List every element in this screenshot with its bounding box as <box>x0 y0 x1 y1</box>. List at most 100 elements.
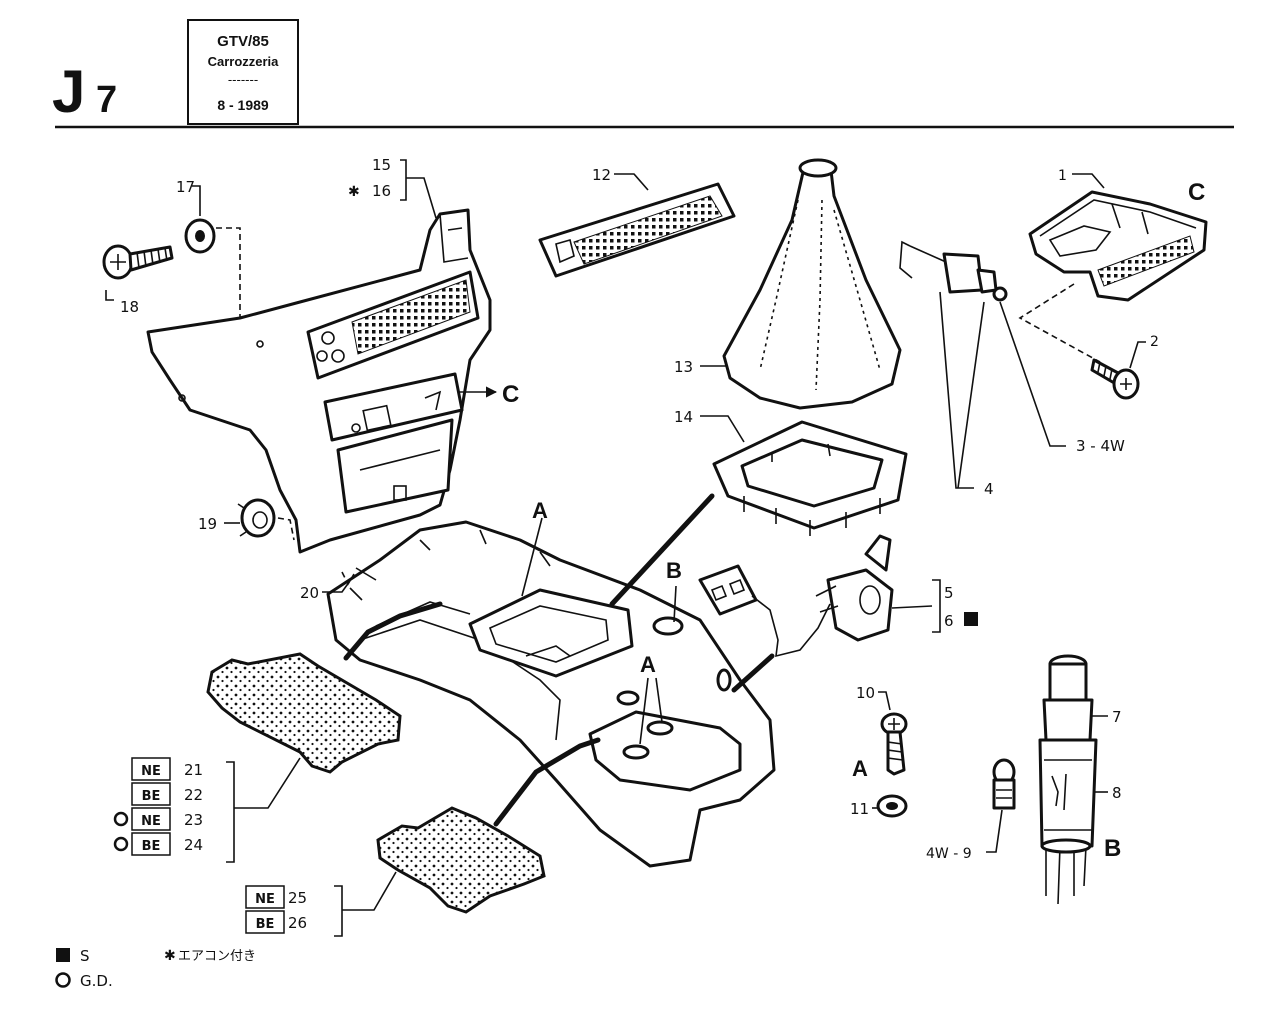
console-panel-15-16 <box>146 208 492 554</box>
legend-aircon-mark: ✱ <box>164 948 176 964</box>
mat-21-24 <box>206 652 402 774</box>
header-box <box>187 19 299 125</box>
ref-b-console: B <box>666 558 682 583</box>
callout-22: 22 <box>184 786 203 804</box>
box-ne-21: NE <box>141 764 161 779</box>
callout-3: 3 - 4W <box>1076 437 1125 455</box>
leader-17 <box>192 185 201 216</box>
leader-25-26 <box>342 871 397 911</box>
harness-4 <box>899 240 1008 302</box>
leader-b <box>673 585 677 623</box>
model-label: GTV/85 <box>217 33 269 50</box>
leader-4a <box>939 291 974 489</box>
callout-15: 15 <box>372 156 391 174</box>
legend-mark-gd-23 <box>113 811 129 827</box>
legend-mark-s-6 <box>964 612 978 626</box>
leader-5-6 <box>891 605 933 609</box>
dashline-2 <box>1018 283 1101 363</box>
section-number: 7 <box>96 79 117 121</box>
ref-c-ashtray: C <box>1188 179 1205 206</box>
leader-14 <box>700 415 745 443</box>
color-options: NE 21 BE 22 NE 23 BE 24 NE 25 BE 26 <box>113 757 307 934</box>
assembly-bar-25 <box>493 737 601 827</box>
reference-letters: C C A B A A B <box>502 179 1205 862</box>
box-be-22: BE <box>142 789 161 804</box>
leader-3 <box>999 301 1066 447</box>
bracket-21-24 <box>226 761 235 863</box>
leader-18 <box>105 290 114 301</box>
screw-18 <box>102 244 174 280</box>
header: J 7 GTV/85 Carrozzeria ------- 8 - 1989 <box>52 19 1234 129</box>
dashline-20 <box>341 571 355 586</box>
callout-labels: 1 2 3 - 4W 4 5 6 7 8 4W - 9 10 11 12 13 … <box>120 156 1159 862</box>
callout-6: 6 <box>944 612 954 630</box>
callout-26: 26 <box>288 914 307 932</box>
callout-14: 14 <box>674 408 693 426</box>
callout-12: 12 <box>592 166 611 184</box>
header-dashes: ------- <box>228 72 258 87</box>
screw-2 <box>1090 358 1140 400</box>
legend-s-label: S <box>80 947 90 965</box>
callout-17: 17 <box>176 178 195 196</box>
ref-b-lighter: B <box>1104 835 1121 862</box>
legend: S G.D. ✱ エアコン付き <box>55 947 256 990</box>
bracket-5-6 <box>932 579 941 633</box>
mat-25-26 <box>376 806 546 914</box>
box-ne-25: NE <box>255 892 275 907</box>
clip-19 <box>237 498 276 538</box>
callout-2: 2 <box>1150 334 1159 350</box>
frame-14 <box>712 420 908 536</box>
ref-c-panel: C <box>502 381 519 408</box>
leader-a-lower2 <box>655 677 663 723</box>
washer-11 <box>876 794 908 818</box>
leader-21-24 <box>234 757 301 809</box>
bracket-15-16 <box>400 159 407 201</box>
aircon-mark-16: ✱ <box>348 184 360 200</box>
callout-24: 24 <box>184 836 203 854</box>
callout-13: 13 <box>674 358 693 376</box>
callout-10: 10 <box>856 684 875 702</box>
callout-21: 21 <box>184 761 203 779</box>
dashline-19 <box>277 517 295 541</box>
category-label: Carrozzeria <box>208 54 280 69</box>
leader-2 <box>1129 341 1146 369</box>
ref-a-screw: A <box>852 756 868 781</box>
callout-11: 11 <box>850 800 869 818</box>
leader-9 <box>986 809 1003 853</box>
date-label: 8 - 1989 <box>217 97 269 113</box>
dashline-17 <box>216 227 241 340</box>
washer-17 <box>184 218 216 254</box>
section-letter: J <box>52 58 85 125</box>
bulb-9 <box>992 758 1016 810</box>
leader-a-top <box>521 517 543 597</box>
callout-8: 8 <box>1112 784 1122 802</box>
ref-a-console: A <box>532 498 548 523</box>
leader-12 <box>614 173 649 191</box>
gear-boot-13 <box>722 158 902 410</box>
legend-aircon-label: エアコン付き <box>178 949 256 964</box>
assembly-bar-5 <box>731 653 775 693</box>
ref-a-tray: A <box>640 652 656 677</box>
lighter-7-8 <box>1038 654 1098 905</box>
legend-s-square <box>56 948 70 962</box>
legend-gd-label: G.D. <box>80 972 113 990</box>
leader-4b <box>957 301 985 489</box>
leader-15-16 <box>406 177 437 219</box>
callout-23: 23 <box>184 811 203 829</box>
callout-1: 1 <box>1058 168 1067 184</box>
callout-19: 19 <box>198 515 217 533</box>
leader-a-lower1 <box>639 677 649 745</box>
bracket-25-26 <box>334 885 343 937</box>
box-be-24: BE <box>142 839 161 854</box>
screw-10 <box>880 712 908 776</box>
callout-9: 4W - 9 <box>926 846 972 862</box>
leader-1 <box>1072 173 1105 189</box>
callout-25: 25 <box>288 889 307 907</box>
box-ne-23: NE <box>141 814 161 829</box>
callout-4: 4 <box>984 480 994 498</box>
switch-5-6 <box>698 534 894 658</box>
ashtray-1 <box>1028 190 1208 302</box>
assembly-bar-14 <box>609 493 715 607</box>
callout-20: 20 <box>300 584 319 602</box>
